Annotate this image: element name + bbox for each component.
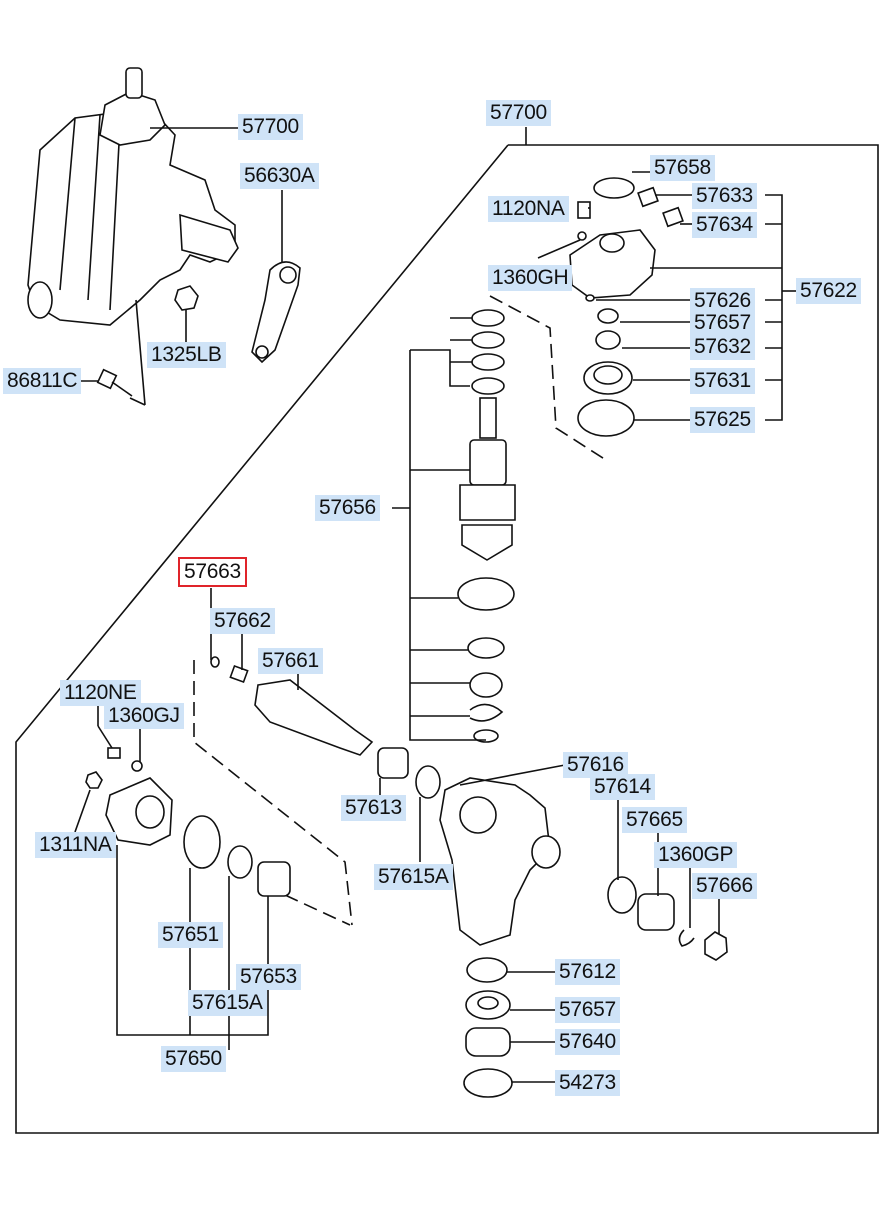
label-1120NA[interactable]: 1120NA	[488, 196, 569, 222]
label-86811C[interactable]: 86811C	[3, 368, 82, 394]
label-1325LB[interactable]: 1325LB	[147, 342, 226, 368]
label-57656[interactable]: 57656	[315, 495, 380, 521]
label-1311NA[interactable]: 1311NA	[35, 832, 116, 858]
pitman-arm-illustration	[251, 190, 301, 364]
frame-outline	[15, 127, 879, 1134]
label-57658[interactable]: 57658	[650, 155, 715, 181]
label-57662[interactable]: 57662	[210, 608, 275, 634]
label-57661[interactable]: 57661	[258, 648, 323, 674]
sector-shaft-illustration	[193, 588, 441, 926]
label-1360GJ[interactable]: 1360GJ	[104, 703, 184, 729]
label-57700-assembly[interactable]: 57700	[238, 114, 303, 140]
label-57633[interactable]: 57633	[692, 183, 757, 209]
label-57665[interactable]: 57665	[622, 807, 687, 833]
label-57653[interactable]: 57653	[236, 964, 301, 990]
label-54273[interactable]: 54273	[555, 1070, 620, 1096]
label-57612[interactable]: 57612	[555, 959, 620, 985]
label-57616[interactable]: 57616	[563, 752, 628, 778]
label-57666[interactable]: 57666	[692, 873, 757, 899]
label-57640[interactable]: 57640	[555, 1029, 620, 1055]
label-57631[interactable]: 57631	[690, 368, 755, 394]
label-57663-selected[interactable]: 57663	[178, 557, 247, 587]
input-shaft-assembly-illustration	[392, 295, 607, 743]
steering-gear-assembly-illustration	[27, 67, 240, 406]
label-57651[interactable]: 57651	[158, 922, 223, 948]
label-57613[interactable]: 57613	[341, 795, 406, 821]
label-57700-exploded[interactable]: 57700	[486, 100, 551, 126]
bolt-86811c-illustration	[78, 368, 133, 397]
label-57615A-housing[interactable]: 57615A	[374, 864, 453, 890]
label-1120NE[interactable]: 1120NE	[60, 680, 141, 706]
label-57625[interactable]: 57625	[690, 407, 755, 433]
valve-housing-illustration	[537, 171, 798, 437]
label-57622[interactable]: 57622	[796, 278, 861, 304]
label-57626[interactable]: 57626	[690, 288, 755, 314]
label-57657-lower[interactable]: 57657	[555, 997, 620, 1023]
label-57634[interactable]: 57634	[692, 212, 757, 238]
label-57650[interactable]: 57650	[161, 1046, 226, 1072]
label-56630A[interactable]: 56630A	[240, 163, 319, 189]
nut-1325lb-illustration	[174, 285, 199, 342]
label-1360GH[interactable]: 1360GH	[488, 265, 573, 291]
gear-housing-illustration	[439, 764, 728, 1098]
label-1360GP[interactable]: 1360GP	[654, 842, 738, 868]
label-57632[interactable]: 57632	[690, 334, 755, 360]
label-57657-upper[interactable]: 57657	[690, 310, 755, 336]
label-57614[interactable]: 57614	[590, 774, 655, 800]
label-57615A-cover[interactable]: 57615A	[188, 990, 267, 1016]
